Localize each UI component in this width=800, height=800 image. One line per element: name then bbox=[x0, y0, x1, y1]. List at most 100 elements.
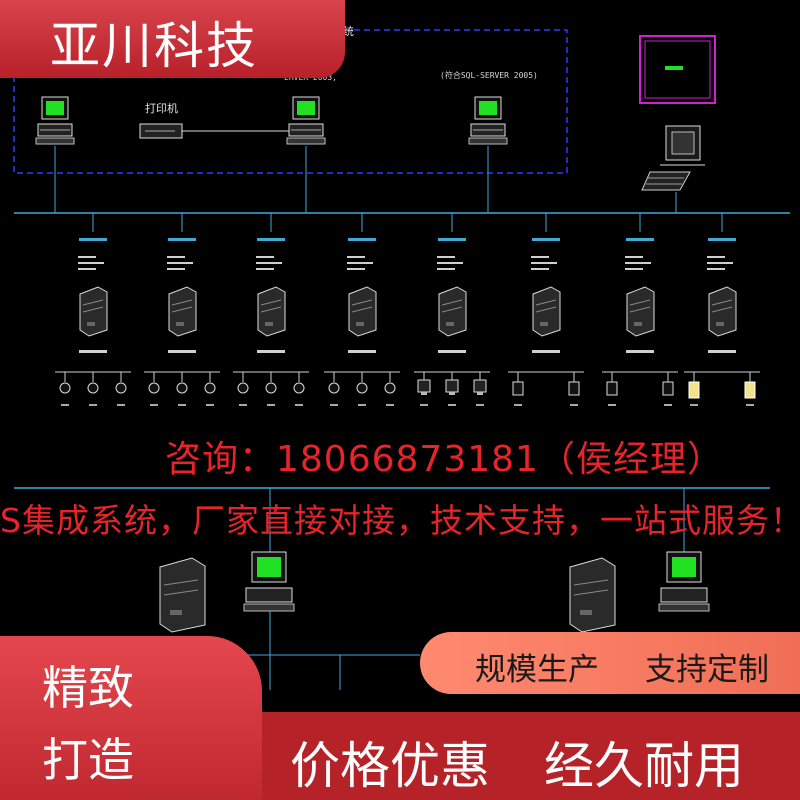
node-5 bbox=[414, 213, 490, 406]
node-spec-line bbox=[531, 256, 549, 258]
diagram-static: 统 ERVER 2003, (符合SQL-SERVER 2005) 打印机 bbox=[13, 25, 790, 690]
lower-server-2-icon bbox=[569, 557, 616, 633]
node-spec-line bbox=[167, 262, 193, 264]
sensor-icon bbox=[606, 381, 618, 396]
node-title-mark bbox=[708, 238, 736, 241]
device-caption-mark bbox=[476, 404, 484, 406]
feature-scale-production: 规模生产 bbox=[475, 652, 599, 688]
node-spec-line bbox=[707, 262, 733, 264]
tower-body bbox=[438, 286, 467, 337]
tower-slot bbox=[441, 306, 463, 313]
tower-led bbox=[716, 322, 724, 326]
device-caption-mark bbox=[690, 404, 698, 406]
detector-icon bbox=[87, 382, 99, 394]
camera-base bbox=[421, 392, 427, 395]
node-title-mark bbox=[168, 238, 196, 241]
detector-icon bbox=[176, 382, 188, 394]
node-title-mark bbox=[626, 238, 654, 241]
lamp-icon bbox=[688, 381, 700, 399]
large-display-frame bbox=[639, 35, 716, 104]
tower-led bbox=[265, 322, 273, 326]
node-spec-line bbox=[437, 256, 455, 258]
node-caption-mark bbox=[79, 350, 107, 353]
node-title-mark bbox=[79, 238, 107, 241]
corner-badge-line1: 精致 bbox=[42, 661, 134, 715]
node-caption-mark bbox=[168, 350, 196, 353]
device-caption-mark bbox=[386, 404, 394, 406]
device-caption-mark bbox=[117, 404, 125, 406]
server-tower-icon bbox=[257, 286, 286, 337]
node-spec-line bbox=[256, 268, 274, 270]
detector-icon bbox=[237, 382, 249, 394]
camera-base bbox=[477, 392, 483, 395]
server-tower-icon bbox=[438, 286, 467, 337]
node-4 bbox=[324, 213, 400, 406]
detector-icon bbox=[356, 382, 368, 394]
camera-icon bbox=[473, 379, 487, 393]
node-caption-mark bbox=[348, 350, 376, 353]
node-spec-line bbox=[707, 268, 725, 270]
sensor-icon bbox=[568, 381, 580, 396]
tower-led bbox=[634, 322, 642, 326]
node-8 bbox=[684, 213, 760, 406]
corner-badge: 精致 打造 bbox=[0, 636, 262, 800]
server-tower-icon bbox=[348, 286, 377, 337]
tower-slot bbox=[711, 306, 733, 313]
tower-slot bbox=[260, 306, 282, 313]
node-caption-mark bbox=[708, 350, 736, 353]
device-caption-mark bbox=[420, 404, 428, 406]
device-caption-mark bbox=[448, 404, 456, 406]
detector-icon bbox=[115, 382, 127, 394]
consult-phone-text: 咨询：18066873181（侯经理） bbox=[165, 439, 724, 480]
tower-body bbox=[348, 286, 377, 337]
display-indicator bbox=[665, 66, 683, 70]
tower-slot bbox=[351, 306, 373, 313]
tower-slot bbox=[171, 299, 193, 306]
camera-base bbox=[449, 392, 455, 395]
top-fragment-1: 统 bbox=[343, 25, 354, 38]
node-spec-line bbox=[625, 256, 643, 258]
node-caption-mark bbox=[257, 350, 285, 353]
tower-slot bbox=[441, 299, 463, 306]
node-spec-line bbox=[625, 268, 643, 270]
tower-led bbox=[87, 322, 95, 326]
brand-badge: 亚川科技 bbox=[0, 0, 345, 78]
feature-customization: 支持定制 bbox=[645, 652, 769, 688]
brand-name: 亚川科技 bbox=[50, 17, 258, 75]
feature-bar: 规模生产 支持定制 bbox=[420, 632, 800, 694]
device-caption-mark bbox=[746, 404, 754, 406]
detector-icon bbox=[148, 382, 160, 394]
node-6 bbox=[508, 213, 584, 406]
node-spec-line bbox=[256, 256, 274, 258]
node-spec-line bbox=[167, 268, 185, 270]
node-title-mark bbox=[438, 238, 466, 241]
printer-label: 打印机 bbox=[145, 101, 178, 115]
server-tower-icon bbox=[79, 286, 108, 337]
device-caption-mark bbox=[608, 404, 616, 406]
detector-icon bbox=[59, 382, 71, 394]
tower-body bbox=[168, 286, 197, 337]
detector-icon bbox=[328, 382, 340, 394]
device-caption-mark bbox=[239, 404, 247, 406]
detector-icon bbox=[265, 382, 277, 394]
camera-icon bbox=[445, 379, 459, 393]
node-spec-line bbox=[347, 256, 365, 258]
device-caption-mark bbox=[295, 404, 303, 406]
device-caption-mark bbox=[267, 404, 275, 406]
detector-icon bbox=[384, 382, 396, 394]
node-spec-line bbox=[347, 262, 373, 264]
tower-led bbox=[540, 322, 548, 326]
tower-led bbox=[176, 322, 184, 326]
tower-body bbox=[79, 286, 108, 337]
tower-body bbox=[708, 286, 737, 337]
device-caption-mark bbox=[89, 404, 97, 406]
device-caption-mark bbox=[330, 404, 338, 406]
tower-slot bbox=[351, 299, 373, 306]
server-tower-icon bbox=[626, 286, 655, 337]
device-caption-mark bbox=[61, 404, 69, 406]
printer-icon bbox=[139, 123, 290, 139]
banner-durable: 经久耐用 bbox=[544, 737, 744, 795]
node-spec-line bbox=[531, 262, 557, 264]
